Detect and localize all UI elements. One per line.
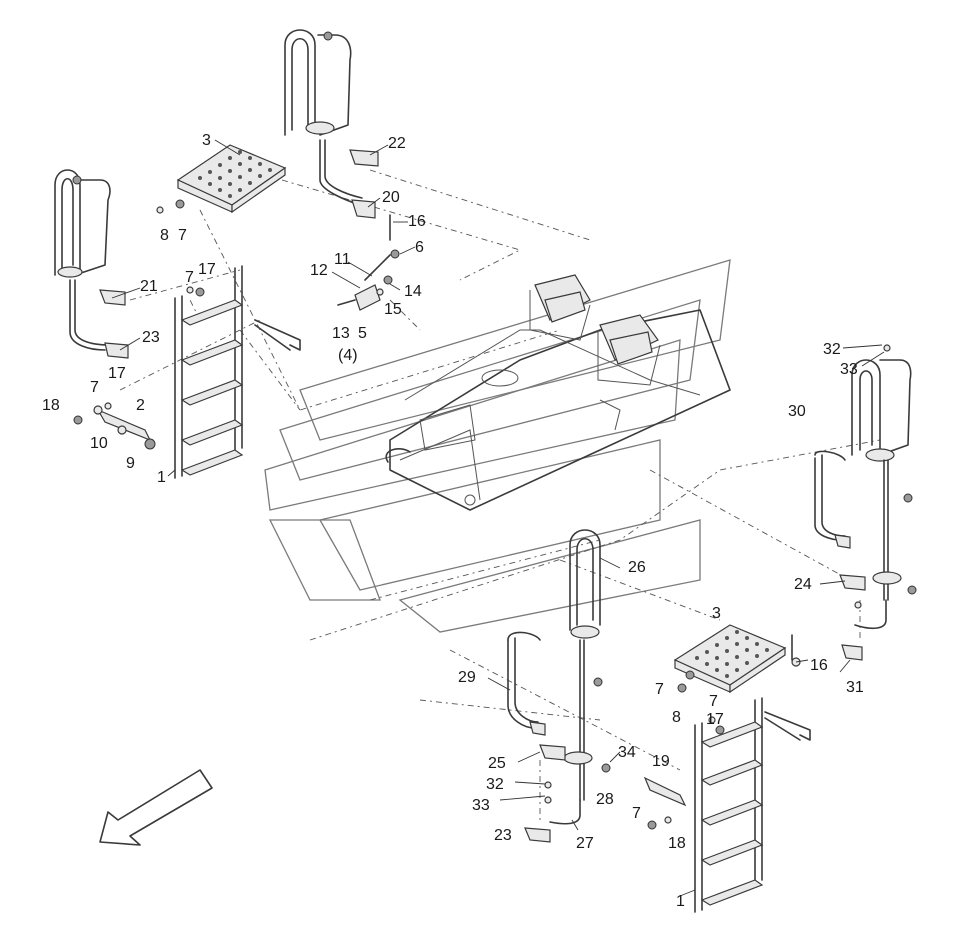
operator-seat-right	[597, 314, 661, 386]
callout-7-upper: 7	[178, 227, 187, 244]
callout-1-right: 1	[676, 893, 685, 910]
handrail-center-lower	[507, 529, 611, 843]
callout-20: 20	[382, 189, 400, 206]
callout-11: 11	[334, 251, 351, 268]
callout-27: 27	[576, 835, 594, 852]
callout-8-lower: 8	[672, 709, 681, 726]
callout-25: 25	[488, 755, 506, 772]
callout-17-lower: 17	[706, 711, 724, 728]
callout-3-upper: 3	[202, 132, 211, 149]
callout-31: 31	[846, 679, 864, 696]
step-plate-upper	[176, 144, 287, 214]
callout-32-lower: 32	[486, 776, 504, 793]
handrail-right	[814, 344, 917, 661]
callout-6: 6	[415, 239, 424, 256]
callout-12: 12	[310, 262, 328, 279]
watermark-logo	[264, 259, 731, 633]
callout-13: 13	[332, 325, 350, 342]
callout-30: 30	[788, 403, 806, 420]
callout-23-upper: 23	[142, 329, 160, 346]
callout-9: 9	[126, 455, 135, 472]
callout-17-upper: 17	[198, 261, 216, 278]
callout-1-left: 1	[157, 469, 166, 486]
machine-frame	[385, 309, 731, 511]
handrail-left-upper	[54, 169, 129, 359]
callout-34: 34	[618, 744, 636, 761]
callout-14: 14	[404, 283, 422, 300]
assembly-reference-lines	[119, 169, 881, 820]
callout-17-bracket: 17	[108, 365, 126, 382]
callout-19: 19	[652, 753, 670, 770]
callout-7-ladder-lower: 7	[709, 693, 718, 710]
bracket-left	[73, 199, 205, 450]
callout-3-lower: 3	[712, 605, 721, 622]
callout-7-step-lower: 7	[655, 681, 664, 698]
callout-10: 10	[90, 435, 108, 452]
callout-23-lower: 23	[494, 827, 512, 844]
callout-16-upper: 16	[408, 213, 426, 230]
operator-seat-left	[529, 274, 591, 341]
callout-26: 26	[628, 559, 646, 576]
callout-16-lower: 16	[810, 657, 828, 674]
direction-arrow-icon	[99, 769, 213, 846]
callout-labels: 3 22 20 16 6 8 7 7 17 11 12 14 15 13 5 (…	[42, 132, 864, 910]
callout-32-right: 32	[823, 341, 841, 358]
callout-7-bracket: 7	[90, 379, 99, 396]
callout-5: 5	[358, 325, 367, 342]
callout-29: 29	[458, 669, 476, 686]
handrail-center-upper	[284, 29, 379, 219]
callout-22: 22	[388, 135, 406, 152]
callout-7-lower-left: 7	[632, 805, 641, 822]
callout-33-lower: 33	[472, 797, 490, 814]
callout-28: 28	[596, 791, 614, 808]
callout-leaders	[111, 139, 885, 897]
mounting-hardware-center	[337, 214, 400, 311]
callout-33-right: 33	[840, 361, 858, 378]
callout-24: 24	[794, 576, 812, 593]
callout-18-lower: 18	[668, 835, 686, 852]
callout-15: 15	[384, 301, 402, 318]
callout-7-ladder-top: 7	[185, 269, 194, 286]
ladder-left	[174, 265, 301, 479]
callout-18-upper: 18	[42, 397, 60, 414]
callout-2: 2	[136, 397, 145, 414]
callout-21: 21	[140, 278, 158, 295]
step-plate-lower	[673, 624, 801, 694]
callout-4-qty: (4)	[338, 347, 358, 364]
callout-8-upper: 8	[160, 227, 169, 244]
ladder-right	[643, 670, 811, 913]
